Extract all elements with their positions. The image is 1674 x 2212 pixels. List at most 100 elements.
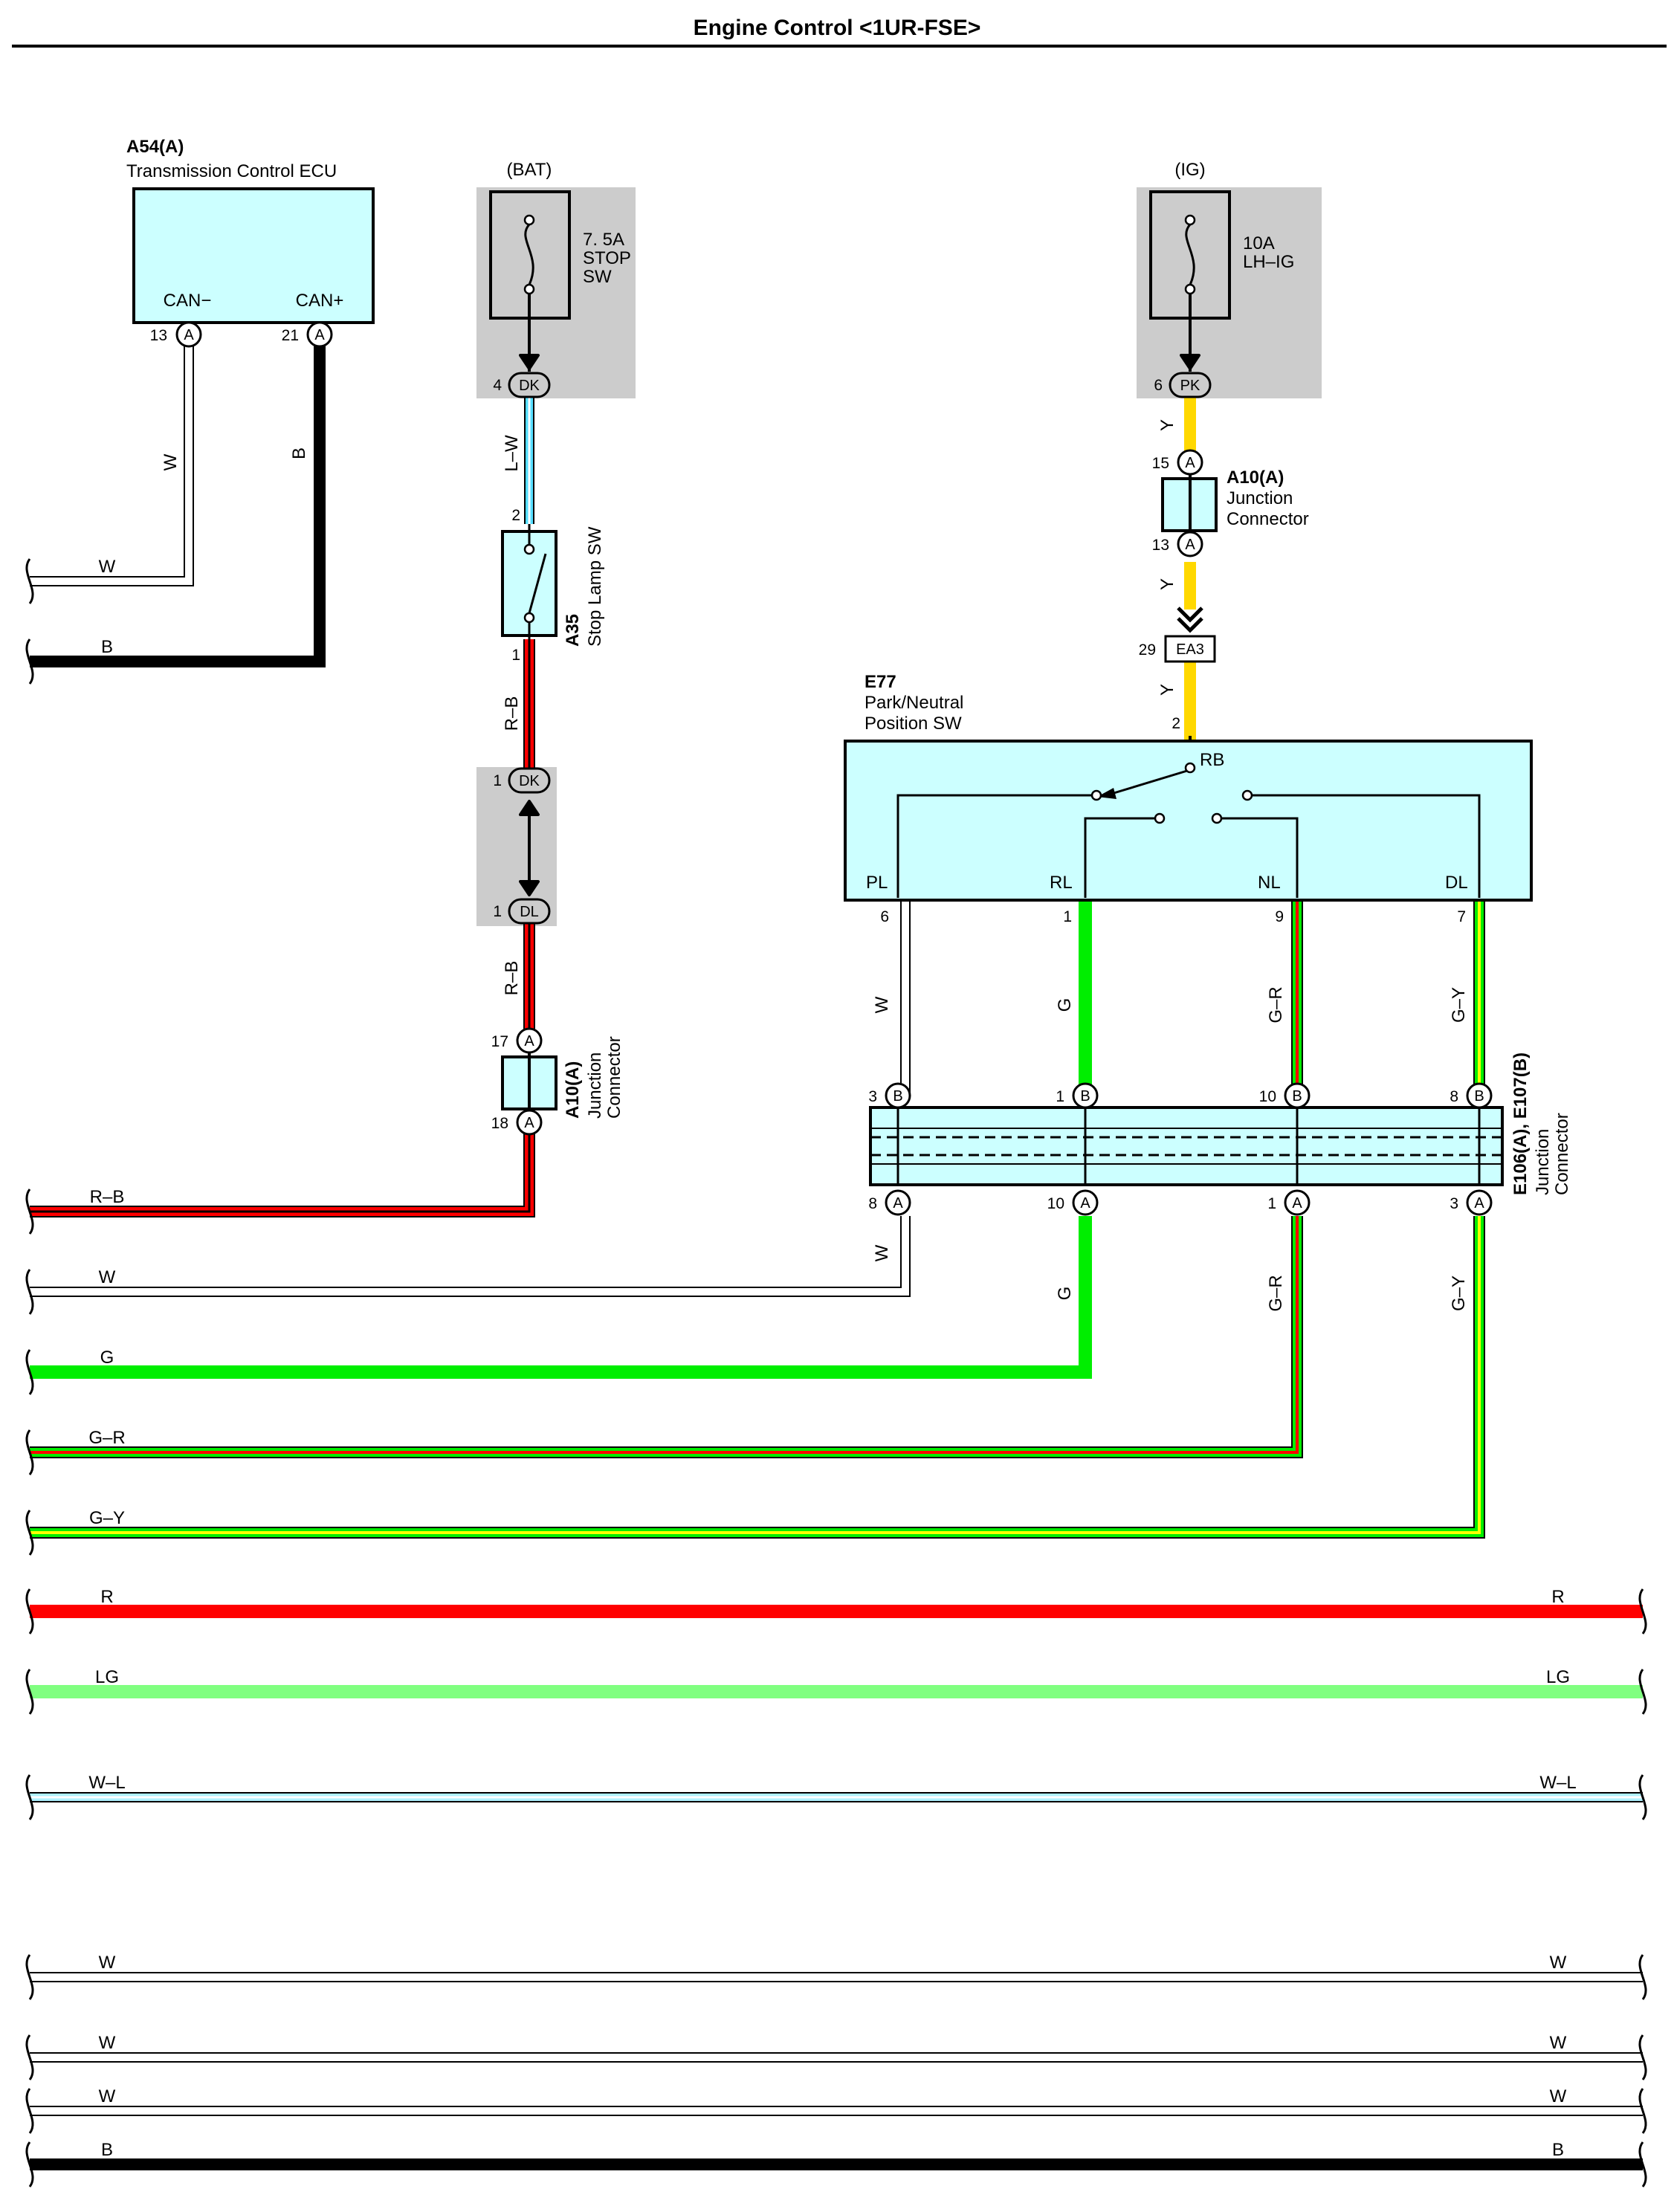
tcm-pin-13-letter: A [184,327,194,343]
wire-label-w-up: W [872,996,892,1013]
chevron-down-icon [1177,607,1203,623]
chevron-down-icon [1177,617,1203,633]
pnp-rl-label: RL [1050,873,1073,893]
wire-break-icon [25,1429,34,1475]
dk-connector-name: DK [519,378,540,394]
wire-tcm-w [30,345,194,586]
e106-bottom-pin-letter: A [1474,1195,1484,1212]
a10-left-pin-18-letter: A [524,1115,534,1131]
stop-sw-pin-2: 2 [511,507,520,524]
a10-left-name-1: Junction [585,1052,605,1119]
through-wire-label-left: W [99,2033,116,2053]
left-edge-wire-label: W [99,1267,116,1287]
e106-bottom-pin-circle [1284,1189,1311,1216]
wire-label-gy-dn: G–Y [1449,1275,1469,1311]
a10-left-pin-18-circle [516,1109,543,1136]
fuse-element-icon [524,223,534,285]
through-wire-label-left: W–L [88,1773,125,1793]
e106-top-pin-no: 8 [1450,1088,1458,1105]
through-wire-label-right: W–L [1539,1773,1576,1793]
pnp-nl-path [1221,817,1299,898]
e106-bottom-pin-circle [885,1189,911,1216]
switch-contact-icon [523,543,535,555]
stop-fuse-rating: 7. 5A [583,230,624,250]
pnp-name-2: Position SW [865,714,962,734]
tcm-pin-13-circle [175,321,202,348]
wire-break-icon [1638,2034,1647,2080]
pk-connector-name: PK [1180,378,1200,394]
a10-left-pin-17: 17 [491,1033,508,1050]
e106-top-pin-circle [885,1082,911,1109]
arrow-left-icon [1097,788,1116,799]
dk-dl-connectors: 1 DK 1 DL [493,767,551,925]
e106-id: E106(A), E107(B) [1510,1052,1531,1195]
break-marks [25,558,1647,2187]
a10-right-id: A10(A) [1227,468,1284,488]
ig-source-label: (IG) [1174,160,1205,180]
through-wire-label-left: W [99,2086,116,2106]
wire-break-icon [25,1189,34,1235]
wire-break-icon [25,1774,34,1820]
switch-contact-icon [523,612,535,624]
left-edge-wire-label: G–R [88,1428,125,1448]
fuse-terminal-icon [1184,214,1196,226]
e106-top-pin-no: 3 [868,1088,877,1105]
e106-box [869,1106,1504,1186]
wire-label-tcm-w: W [161,453,181,470]
wire-gy-lower [30,1216,1485,1539]
wire-break-icon [25,2088,34,2134]
through-wire-3: W–L W–L [30,1773,1643,1802]
lh-ig-fuse: (IG) 10A LH–IG 6 PK [1149,160,1294,398]
stop-lamp-switch: 2 1 A35 Stop Lamp SW [501,507,605,664]
through-wire-label-right: W [1550,1953,1567,1973]
e106-top-pin-circle [1284,1082,1311,1109]
e106-bottom-pin-letter: A [893,1195,903,1212]
wire-rb-lower [30,1131,535,1217]
pnp-id: E77 [865,672,896,692]
transmission-control-ecu: A54(A) Transmission Control ECU CAN− CAN… [126,137,375,348]
pk-connector-icon [1169,372,1212,398]
pnp-name-1: Park/Neutral [865,693,963,713]
wire-break-icon [25,558,34,604]
a10-right-pin-13-circle [1177,531,1203,557]
wire-break-icon [1638,1669,1647,1715]
ea3-name: EA3 [1176,641,1204,658]
tcm-pin-21: 21 [282,327,299,344]
bat-source-label: (BAT) [507,160,552,180]
tcm-can-minus-label: CAN− [164,291,212,311]
switch-contact-icon [1241,789,1253,801]
e106-top-pin-letter: B [1080,1088,1090,1105]
pnp-pin-2: 2 [1172,715,1180,732]
e106-top-pin-letter: B [1474,1088,1484,1105]
wire-label-y2: Y [1157,578,1177,590]
pnp-pin-9: 9 [1275,908,1284,925]
through-wire-label-left: R [100,1587,113,1607]
wire-label-tcm-b: B [289,447,309,459]
pnp-dl-path [1252,794,1481,898]
wire-break-icon [1638,1588,1647,1634]
ea3-connector: 29 EA3 [1139,607,1216,663]
wire-tcm-b [30,345,326,667]
a10-right-pin-13-letter: A [1185,537,1195,553]
arrow-down-icon [519,354,540,370]
through-wire-label-right: R [1551,1587,1564,1607]
e106-top-pin-no: 10 [1259,1088,1276,1105]
wire-break-icon [25,2141,34,2187]
pnp-pin-6: 6 [880,908,889,925]
through-wire-label-right: LG [1546,1667,1570,1687]
a10-right-pin-15-letter: A [1185,455,1195,471]
stop-sw-name: Stop Lamp SW [585,526,605,647]
dl-connector-icon [508,898,551,925]
stop-sw-pin-1: 1 [511,647,520,664]
e106-name-1: Junction [1533,1129,1553,1195]
e106-bottom-pin-no: 1 [1267,1195,1276,1212]
a10-left-pin-18: 18 [491,1115,508,1132]
ea3-box [1164,635,1216,663]
wire-label-gr-up: G–R [1266,986,1286,1023]
pk-pin-6-no: 6 [1154,377,1163,394]
